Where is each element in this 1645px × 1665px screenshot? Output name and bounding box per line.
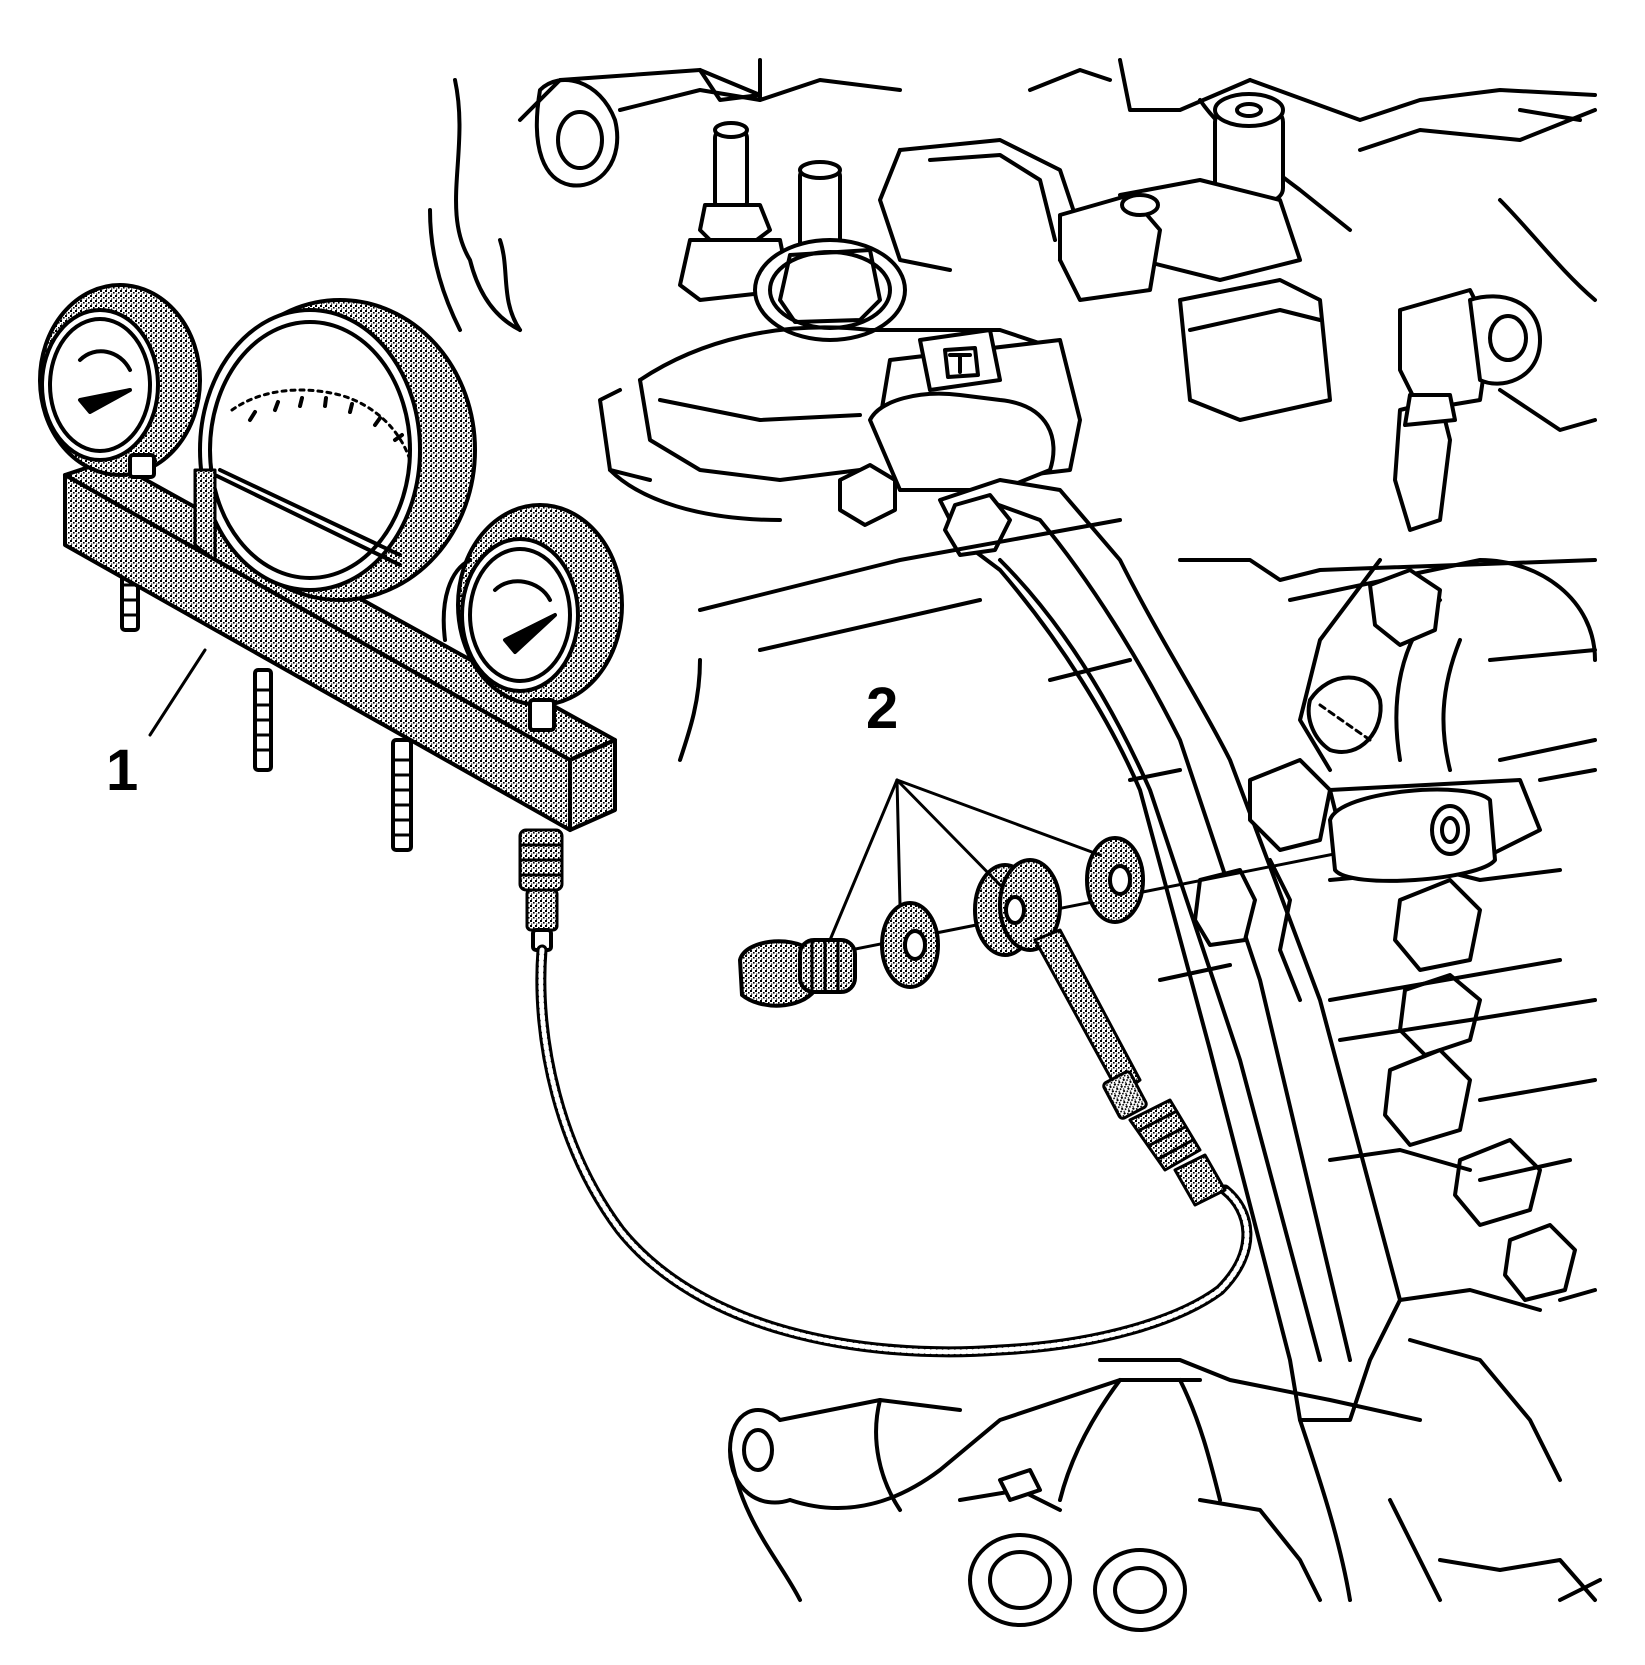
callout-1-label: 1	[106, 738, 138, 803]
callout-2-leader-fitting	[895, 778, 1002, 887]
callout-2-label: 2	[866, 676, 898, 741]
callout-2-leader-bolt	[828, 778, 899, 942]
callout-2-leader-washer-2	[895, 778, 1102, 857]
callout-2-leader-washer-1	[895, 778, 902, 907]
adapter-fittings	[738, 787, 1497, 1207]
pressure-gauge-set	[38, 283, 1253, 1358]
callout-1: 1	[106, 648, 207, 803]
callout-1-leader	[148, 648, 207, 737]
engine-assembly	[428, 58, 1602, 1632]
callout-2: 2	[828, 676, 1102, 942]
